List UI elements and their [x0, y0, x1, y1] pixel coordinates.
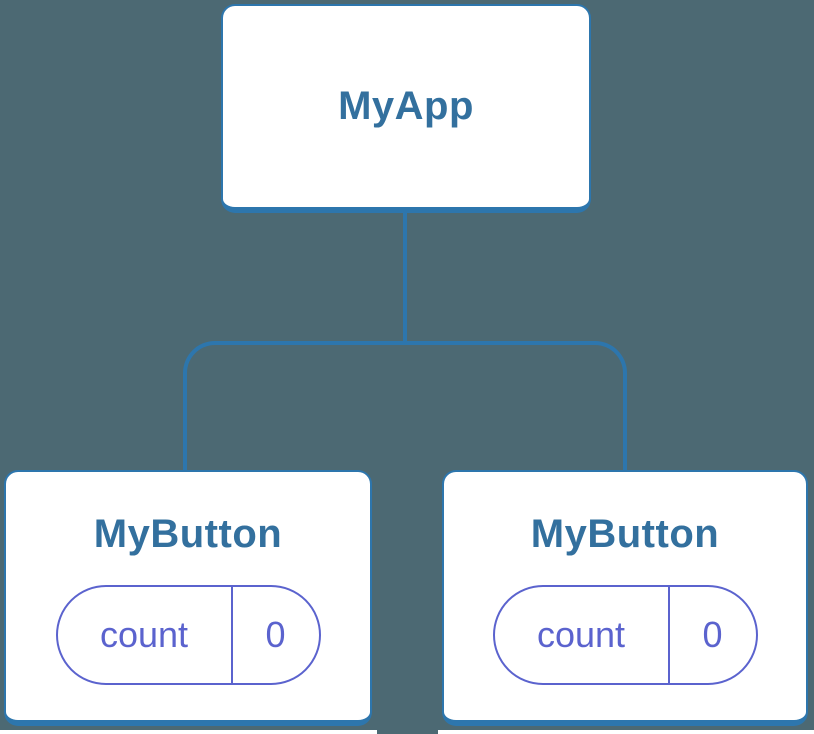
child-node-mybutton-right: MyButton count 0	[442, 470, 808, 726]
state-key: count	[536, 614, 626, 655]
child-node-mybutton-left: MyButton count 0	[4, 470, 372, 726]
child-node-title: MyButton	[530, 512, 720, 556]
state-key: count	[99, 614, 189, 655]
state-value: 0	[702, 614, 723, 655]
pill-divider	[230, 587, 233, 683]
connector-bracket	[183, 341, 627, 472]
page-bottom-strip-right	[438, 730, 814, 734]
root-node-myapp: MyApp	[221, 4, 591, 213]
state-pill: count 0	[55, 585, 321, 685]
pill-divider	[667, 587, 670, 683]
root-node-title: MyApp	[338, 84, 474, 128]
child-node-title: MyButton	[93, 512, 283, 556]
connector-stem	[403, 211, 407, 343]
state-value: 0	[265, 614, 286, 655]
page-bottom-strip-left	[0, 730, 377, 734]
state-pill: count 0	[492, 585, 758, 685]
